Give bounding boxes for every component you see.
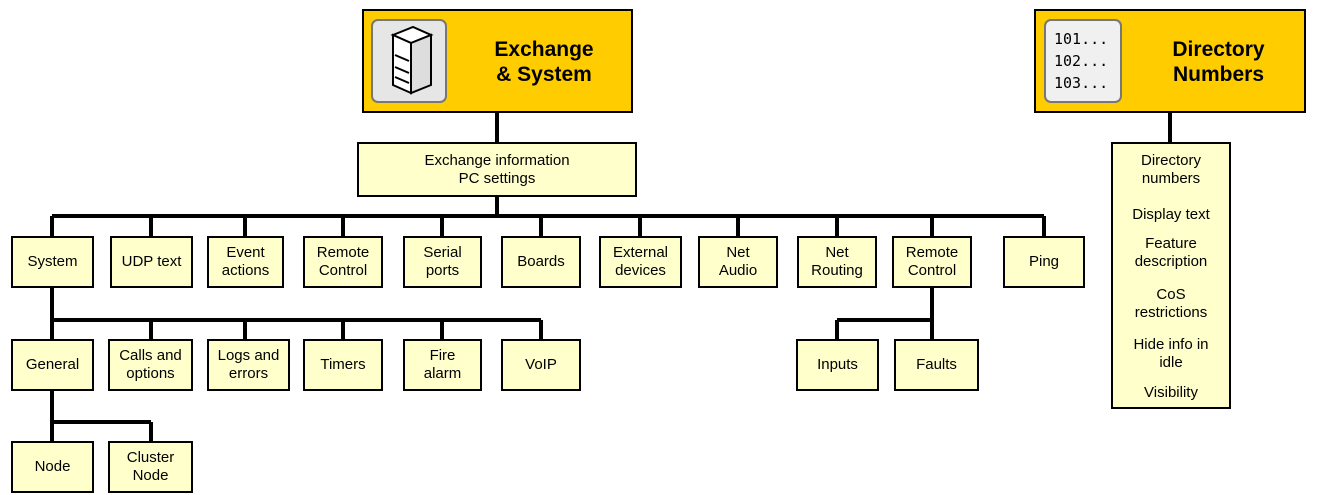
node-label: Inputs [817, 356, 858, 373]
exchange-system-title: Exchange & System [494, 38, 594, 86]
number-list-line-3: 103... [1054, 74, 1109, 92]
node-label: Cluster Node [126, 449, 175, 484]
dir-item-display-text: Display text [1132, 206, 1210, 223]
node-boards: Boards [501, 236, 581, 288]
node-label: UDP text [121, 253, 182, 270]
exchange-info-text: Exchange information PC settings [424, 151, 570, 187]
dir-item-visibility: Visibility [1144, 384, 1198, 401]
node-label: Remote Control [316, 244, 370, 279]
dir-item-hide-info-in-idle: Hide info in idle [1133, 336, 1209, 371]
directory-numbers-title: Directory Numbers [1172, 38, 1265, 86]
node-calls-and-options: Calls and options [108, 339, 193, 391]
node-serial-ports: Serial ports [403, 236, 482, 288]
dir-item-directory-numbers: Directory numbers [1140, 152, 1201, 187]
node-label: VoIP [525, 356, 557, 373]
node-label: Calls and options [119, 347, 182, 382]
dir-item-cos-restrictions: CoS restrictions [1134, 286, 1208, 321]
node-label: Logs and errors [217, 347, 280, 382]
node-label: General [25, 356, 80, 373]
exchange-info-box: Exchange information PC settings [357, 142, 637, 197]
exchange-system-root: Exchange & System [362, 9, 633, 113]
server-cabinet-icon [371, 19, 447, 103]
number-list-icon: 101... 102... 103... [1044, 19, 1122, 103]
node-system: System [11, 236, 94, 288]
node-label: Fire alarm [423, 347, 462, 382]
node-net-audio: Net Audio [698, 236, 778, 288]
node-udp-text: UDP text [110, 236, 193, 288]
node-ping: Ping [1003, 236, 1085, 288]
directory-numbers-root: 101... 102... 103... Directory Numbers [1034, 9, 1306, 113]
node-faults: Faults [894, 339, 979, 391]
node-node: Node [11, 441, 94, 493]
node-timers: Timers [303, 339, 383, 391]
dir-item-feature-description: Feature description [1134, 235, 1208, 270]
node-event-actions: Event actions [207, 236, 284, 288]
node-label: Node [34, 458, 71, 475]
node-logs-and-errors: Logs and errors [207, 339, 290, 391]
node-external-devices: External devices [599, 236, 682, 288]
node-fire-alarm: Fire alarm [403, 339, 482, 391]
node-voip: VoIP [501, 339, 581, 391]
node-label: Faults [916, 356, 957, 373]
node-label: Serial ports [423, 244, 462, 279]
number-list-line-2: 102... [1054, 52, 1109, 70]
directory-items-box: Directory numbers Display text Feature d… [1111, 142, 1231, 409]
node-general: General [11, 339, 94, 391]
node-label: Net Audio [718, 244, 758, 279]
node-label: Timers [320, 356, 366, 373]
node-net-routing: Net Routing [797, 236, 877, 288]
node-label: Net Routing [811, 244, 863, 279]
node-label: External devices [612, 244, 669, 279]
node-remote-control-2: Remote Control [892, 236, 972, 288]
node-label: System [27, 253, 78, 270]
node-label: Event actions [221, 244, 270, 279]
node-inputs: Inputs [796, 339, 879, 391]
node-label: Remote Control [905, 244, 959, 279]
node-label: Ping [1028, 253, 1060, 270]
node-cluster-node: Cluster Node [108, 441, 193, 493]
number-list-line-1: 101... [1054, 30, 1109, 48]
node-label: Boards [517, 253, 565, 270]
node-remote-control-1: Remote Control [303, 236, 383, 288]
